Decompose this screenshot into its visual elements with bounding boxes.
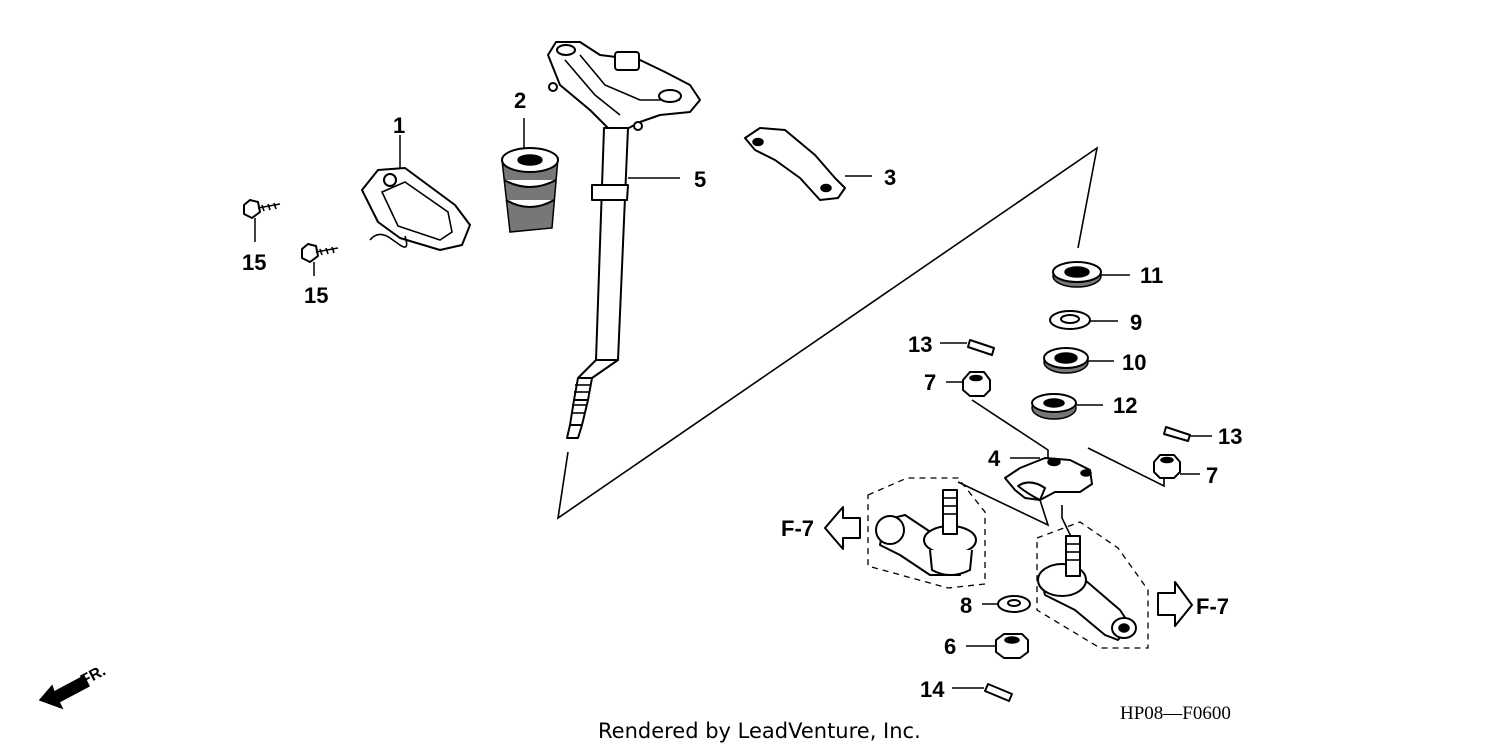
callout-1[interactable]: 1: [393, 113, 405, 138]
part-bolt-15b: [301, 243, 339, 263]
part-washer-8: [997, 595, 1031, 613]
callout-10[interactable]: 10: [1122, 350, 1146, 375]
callout-6[interactable]: 6: [944, 634, 956, 659]
part-bearing-10: [1043, 347, 1089, 374]
diagram-code: HP08—F0600: [1120, 703, 1231, 724]
part-arm: [1004, 457, 1093, 501]
callout-12[interactable]: 12: [1113, 393, 1137, 418]
reference-right[interactable]: F-7: [1196, 594, 1229, 619]
callout-15b[interactable]: 15: [304, 283, 328, 308]
part-nut-7b: [1153, 454, 1181, 479]
tie-rod-end-right-outline: [1036, 521, 1149, 649]
part-tie-rod-end-right: [1037, 535, 1137, 641]
part-bearing-11: [1052, 261, 1102, 288]
part-cotter-pin-13b: [1163, 426, 1191, 442]
front-arrow-icon: [38, 674, 90, 710]
part-nut-6: [995, 633, 1029, 659]
callout-7b[interactable]: 7: [1206, 463, 1218, 488]
assembly-line-right: [1087, 447, 1165, 488]
callout-8[interactable]: 8: [960, 593, 972, 618]
part-nut-7a: [962, 371, 991, 397]
explosion-line: [556, 146, 1099, 520]
reference-right-arrow-icon: [1157, 581, 1193, 627]
part-holder: [361, 167, 471, 251]
callout-13a[interactable]: 13: [908, 332, 932, 357]
part-bolt-15a: [243, 199, 281, 219]
part-tie-rod-end-left: [875, 489, 977, 576]
assembly-line-left-lower: [957, 481, 1050, 527]
part-washer-9: [1049, 310, 1091, 330]
reference-left[interactable]: F-7: [781, 516, 814, 541]
callout-7a[interactable]: 7: [924, 370, 936, 395]
callout-3[interactable]: 3: [884, 165, 896, 190]
part-cotter-pin-13a: [967, 339, 995, 356]
callout-15a[interactable]: 15: [242, 250, 266, 275]
callout-14[interactable]: 14: [920, 677, 945, 702]
part-cotter-pin-14: [984, 683, 1013, 702]
part-seal-12: [1031, 393, 1077, 420]
callout-5[interactable]: 5: [694, 167, 706, 192]
part-steering-shaft: [547, 41, 701, 439]
part-bushing: [501, 147, 559, 233]
callout-2[interactable]: 2: [514, 88, 526, 113]
part-clamp: [744, 127, 846, 201]
callout-9[interactable]: 9: [1130, 310, 1142, 335]
callout-4[interactable]: 4: [988, 446, 1001, 471]
callout-11[interactable]: 11: [1140, 263, 1163, 288]
credit-text: Rendered by LeadVenture, Inc.: [598, 719, 921, 743]
callout-13b[interactable]: 13: [1218, 424, 1242, 449]
reference-left-arrow-icon: [824, 506, 861, 550]
